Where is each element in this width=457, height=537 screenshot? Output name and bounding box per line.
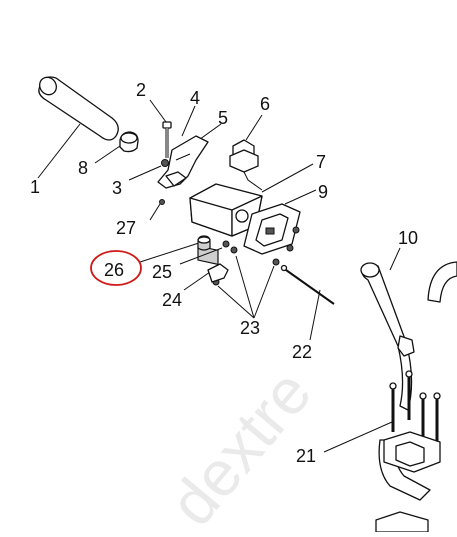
label-part-27: 27 [116,218,136,238]
label-part-6: 6 [260,94,270,114]
part-21-clamp-bolts [323,370,441,533]
leader-23c [253,265,275,319]
part-25-washer [179,240,230,265]
part-1-grip [37,76,119,179]
label-part-4: 4 [190,88,200,108]
leader-4 [181,105,196,137]
part-26-bushing [139,235,211,263]
leader-25 [179,247,223,265]
leader-27 [149,203,161,221]
part-23-screws [212,246,280,319]
label-part-25: 25 [152,262,172,282]
leader-8 [94,145,121,164]
leader-26 [139,241,203,263]
part-9-switch-plate [243,189,317,255]
label-part-5: 5 [218,108,228,128]
label-part-3: 3 [112,178,122,198]
part-24-clip [183,263,229,291]
label-part-9: 9 [318,182,328,202]
label-part-2: 2 [136,80,146,100]
label-part-23: 23 [240,318,260,338]
label-part-26: 26 [104,260,124,280]
label-part-7: 7 [316,152,326,172]
leader-1 [37,123,81,179]
leader-23a [235,255,255,319]
part-22-cable [280,264,335,341]
leader-10 [389,247,401,271]
part-7-switch-housing [189,163,314,266]
part-2-bolt [149,99,172,158]
leader-2 [149,99,167,123]
leader-9 [284,189,317,205]
part-8-cap [94,131,139,164]
leader-6 [245,114,263,141]
leader-21 [323,421,393,453]
leader-3 [128,165,162,181]
highlight-circle [90,250,142,286]
label-part-21: 21 [296,446,316,466]
part-3-nut [128,159,169,181]
part-27-screw [149,199,165,221]
label-part-8: 8 [78,158,88,178]
part-5-lever [157,123,222,189]
label-part-10: 10 [398,228,418,248]
label-part-24: 24 [162,290,182,310]
leader-23b [217,285,255,319]
label-part-22: 22 [292,342,312,362]
label-part-1: 1 [30,177,40,197]
watermark-text: dextre [156,356,325,532]
part-6-connector [229,114,263,191]
leader-7 [261,163,314,193]
leader-22 [309,289,321,341]
watermark: dextre [156,356,325,537]
leader-24 [183,271,211,291]
